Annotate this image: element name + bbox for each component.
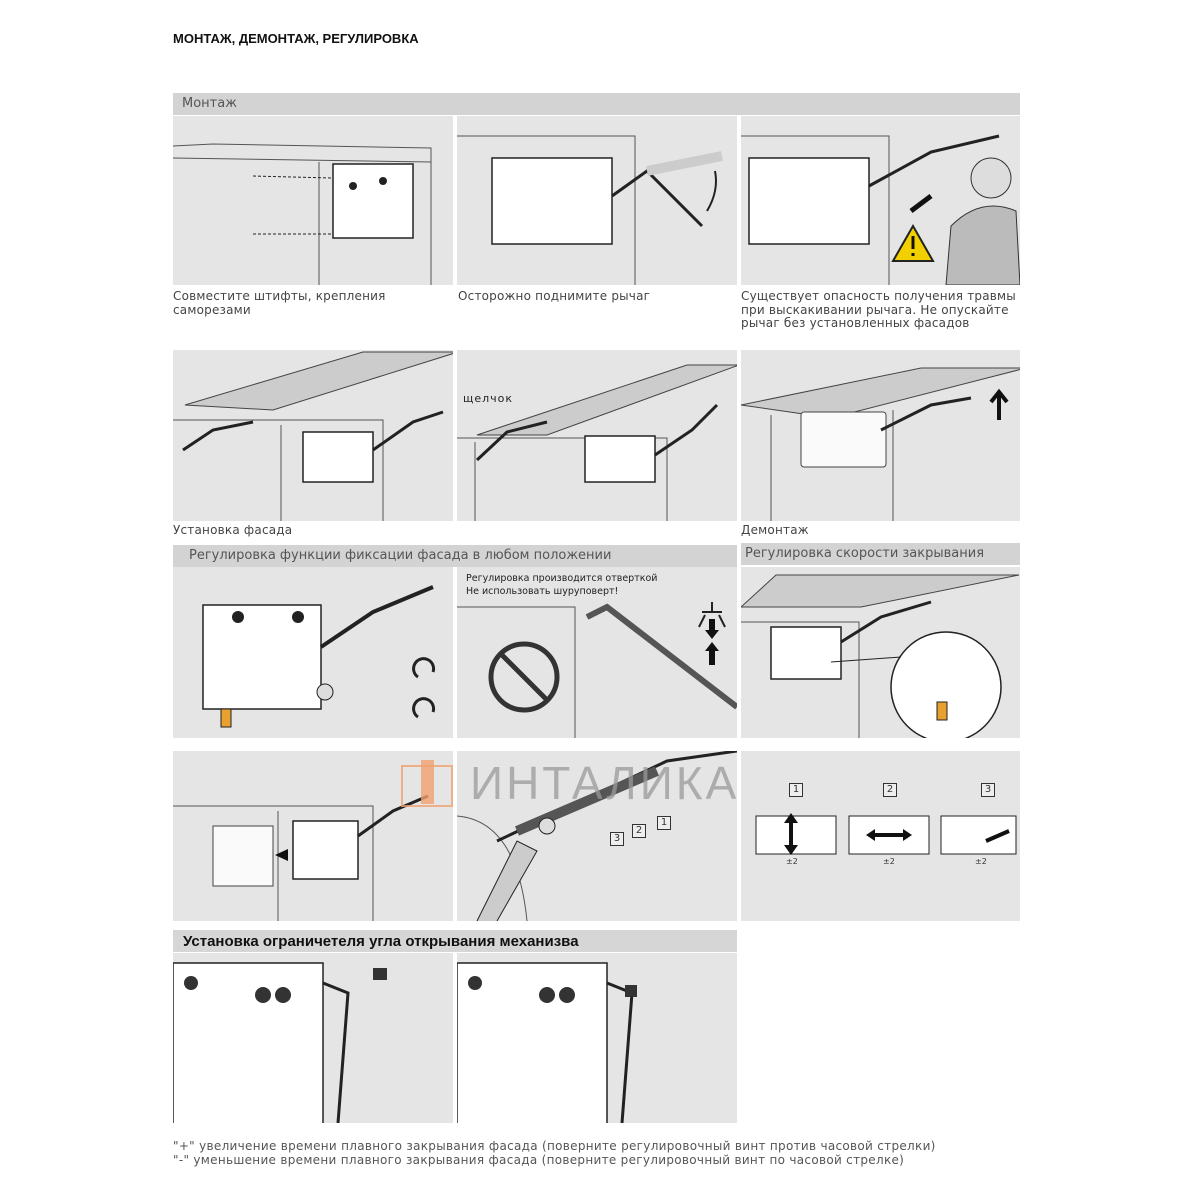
illustration-speed-adjust <box>741 567 1020 738</box>
footer-line-minus: "-" уменьшение времени плавного закрыван… <box>173 1153 905 1167</box>
caption-warning: Существует опасность получения травмы пр… <box>741 289 1016 330</box>
tolerance-1: ±2 <box>786 857 798 866</box>
closeup-step-1: 1 <box>657 816 671 830</box>
note-screwdriver-1: Регулировка производится отверткой <box>466 573 658 584</box>
illustration-dismount <box>741 350 1020 521</box>
illustration-screwdriver-note <box>457 567 737 738</box>
step-label-3: 3 <box>981 783 995 797</box>
illustration-align-pins <box>173 116 453 285</box>
caption-install-front: Установка фасада <box>173 523 293 537</box>
illustration-install-front-2 <box>457 350 737 521</box>
tolerance-2: ±2 <box>883 857 895 866</box>
section-header-limiter: Установка ограничетеля угла открывания м… <box>173 930 737 952</box>
illustration-limiter-1 <box>173 953 453 1123</box>
illustration-fixation-mechanism <box>173 567 453 738</box>
closeup-step-3: 3 <box>610 832 624 846</box>
label-click: щелчок <box>463 392 514 405</box>
step-label-1: 1 <box>789 783 803 797</box>
illustration-warning <box>741 116 1020 285</box>
section-header-mounting: Монтаж <box>173 93 1020 115</box>
closeup-step-2: 2 <box>632 824 646 838</box>
note-screwdriver-2: Не использовать шуруповерт! <box>466 586 619 597</box>
step-label-2: 2 <box>883 783 897 797</box>
footer-line-plus: "+" увеличение времени плавного закрыван… <box>173 1139 936 1153</box>
caption-align-pins: Совместите штифты, крепления саморезами <box>173 289 386 317</box>
illustration-adjust-directions <box>741 751 1020 921</box>
tolerance-3: ±2 <box>975 857 987 866</box>
section-header-fixation: Регулировка функции фиксации фасада в лю… <box>173 545 737 567</box>
section-header-speed: Регулировка скорости закрывания <box>741 543 1020 565</box>
illustration-install-front-1 <box>173 350 453 521</box>
illustration-lift-lever <box>457 116 737 285</box>
illustration-steps-closeup <box>457 751 737 921</box>
caption-dismount: Демонтаж <box>741 523 809 537</box>
page-title: МОНТАЖ, ДЕМОНТАЖ, РЕГУЛИРОВКА <box>173 31 419 46</box>
footer-notes: "+" увеличение времени плавного закрыван… <box>173 1139 936 1167</box>
caption-lift-lever: Осторожно поднимите рычаг <box>458 289 651 303</box>
illustration-front-mount <box>173 751 453 921</box>
illustration-limiter-2 <box>457 953 737 1123</box>
